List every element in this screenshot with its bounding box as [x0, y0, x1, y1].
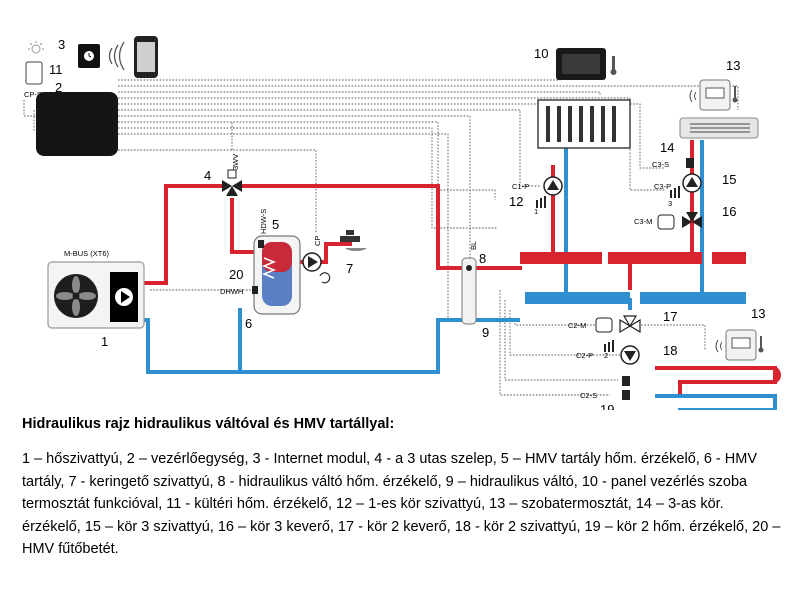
tag-3wv: 3WV [231, 154, 240, 170]
tag-c2s: C2-S [580, 391, 597, 400]
sun-icon [28, 41, 44, 54]
fan-icon [56, 276, 96, 316]
label-3: 3 [58, 37, 65, 52]
thermometer-icon [758, 336, 764, 353]
label-14: 14 [660, 140, 674, 155]
smartphone-icon [134, 36, 158, 78]
tag-pump-1: 1 [534, 207, 538, 216]
thermometer-icon [610, 56, 617, 75]
label-11: 11 [49, 62, 63, 77]
tag-dhwh: DHWH [220, 287, 243, 296]
tag-cp: CP [313, 236, 322, 246]
circuit3-mixer [657, 212, 702, 230]
hot-pipes [140, 140, 777, 396]
label-12: 12 [509, 194, 523, 209]
heating-coil [261, 257, 277, 279]
label-5: 5 [272, 217, 279, 232]
label-13a: 13 [726, 58, 740, 73]
tag-pump-2: 2 [604, 351, 608, 360]
circuit3-pump [670, 173, 702, 198]
label-6: 6 [245, 316, 252, 331]
cold-manifold [525, 292, 746, 304]
tap-icon [340, 230, 367, 252]
circuit2-pump [604, 340, 640, 365]
tag-c1p: C1-P [512, 182, 529, 191]
wifi-icon [108, 41, 125, 71]
caption-title: Hidraulikus rajz hidraulikus váltóval és… [22, 416, 395, 432]
hot-manifold [520, 252, 746, 264]
legend-numbers: 1 2 3 4 5 6 7 8 9 10 11 12 13 13 14 15 1… [49, 37, 765, 410]
hydraulic-diagram: 1 2 3 4 5 6 7 8 9 10 11 12 13 13 14 15 1… [23, 36, 781, 410]
wifi-icon [715, 339, 723, 353]
dhw-circulation-pump [302, 252, 331, 284]
tag-pump-3: 3 [668, 199, 672, 208]
room-thermostat-top [689, 79, 738, 111]
label-2: 2 [55, 80, 62, 95]
label-10: 10 [534, 46, 548, 61]
control-wiring [23, 60, 739, 396]
caption-legend: 1 – hőszivattyú, 2 – vezérlőegység, 3 - … [22, 451, 781, 557]
label-18: 18 [663, 343, 677, 358]
tag-c3p: C3-P [654, 182, 671, 191]
dhw-tank [252, 235, 301, 315]
component-tags: M-BUS (XT6) CP-S 3WV HDW-S CP DHWH BL C1… [24, 90, 672, 400]
tag-c3m: C3-M [634, 217, 652, 226]
internet-module [78, 44, 100, 68]
label-13b: 13 [751, 306, 765, 321]
radiator [537, 99, 631, 149]
wifi-icon [689, 89, 697, 103]
label-9: 9 [482, 325, 489, 340]
label-16: 16 [722, 204, 736, 219]
tag-c2p: C2-P [576, 351, 593, 360]
circuit2-mixer [595, 315, 641, 334]
circuit1-pump [536, 176, 563, 208]
heat-pump [47, 261, 145, 329]
label-1: 1 [101, 334, 108, 349]
floor-heating-loops [655, 366, 781, 384]
outdoor-sensor [25, 41, 44, 85]
label-4: 4 [204, 168, 211, 183]
tag-c2m: C2-M [568, 321, 586, 330]
tag-bl: BL [469, 241, 478, 250]
label-7: 7 [346, 261, 353, 276]
tag-cps: CP-S [24, 90, 42, 99]
fan-coil [679, 117, 759, 139]
tag-hdws: HDW-S [259, 209, 268, 234]
room-thermostat-bottom [715, 329, 764, 361]
panel-controller [556, 48, 617, 80]
circuit3-sensor [686, 158, 694, 168]
hydraulic-separator [461, 257, 477, 325]
circuit2-sensor [622, 376, 630, 400]
tag-mbus: M-BUS (XT6) [64, 249, 110, 258]
three-way-valve [222, 169, 242, 196]
label-8: 8 [479, 251, 486, 266]
thermometer-icon [732, 86, 738, 103]
label-19: 19 [600, 402, 614, 410]
label-15: 15 [722, 172, 736, 187]
label-17: 17 [663, 309, 677, 324]
tag-c3s: C3-S [652, 160, 669, 169]
label-20: 20 [229, 267, 243, 282]
control-unit [36, 92, 118, 156]
caption: Hidraulikus rajz hidraulikus váltóval és… [22, 416, 782, 561]
